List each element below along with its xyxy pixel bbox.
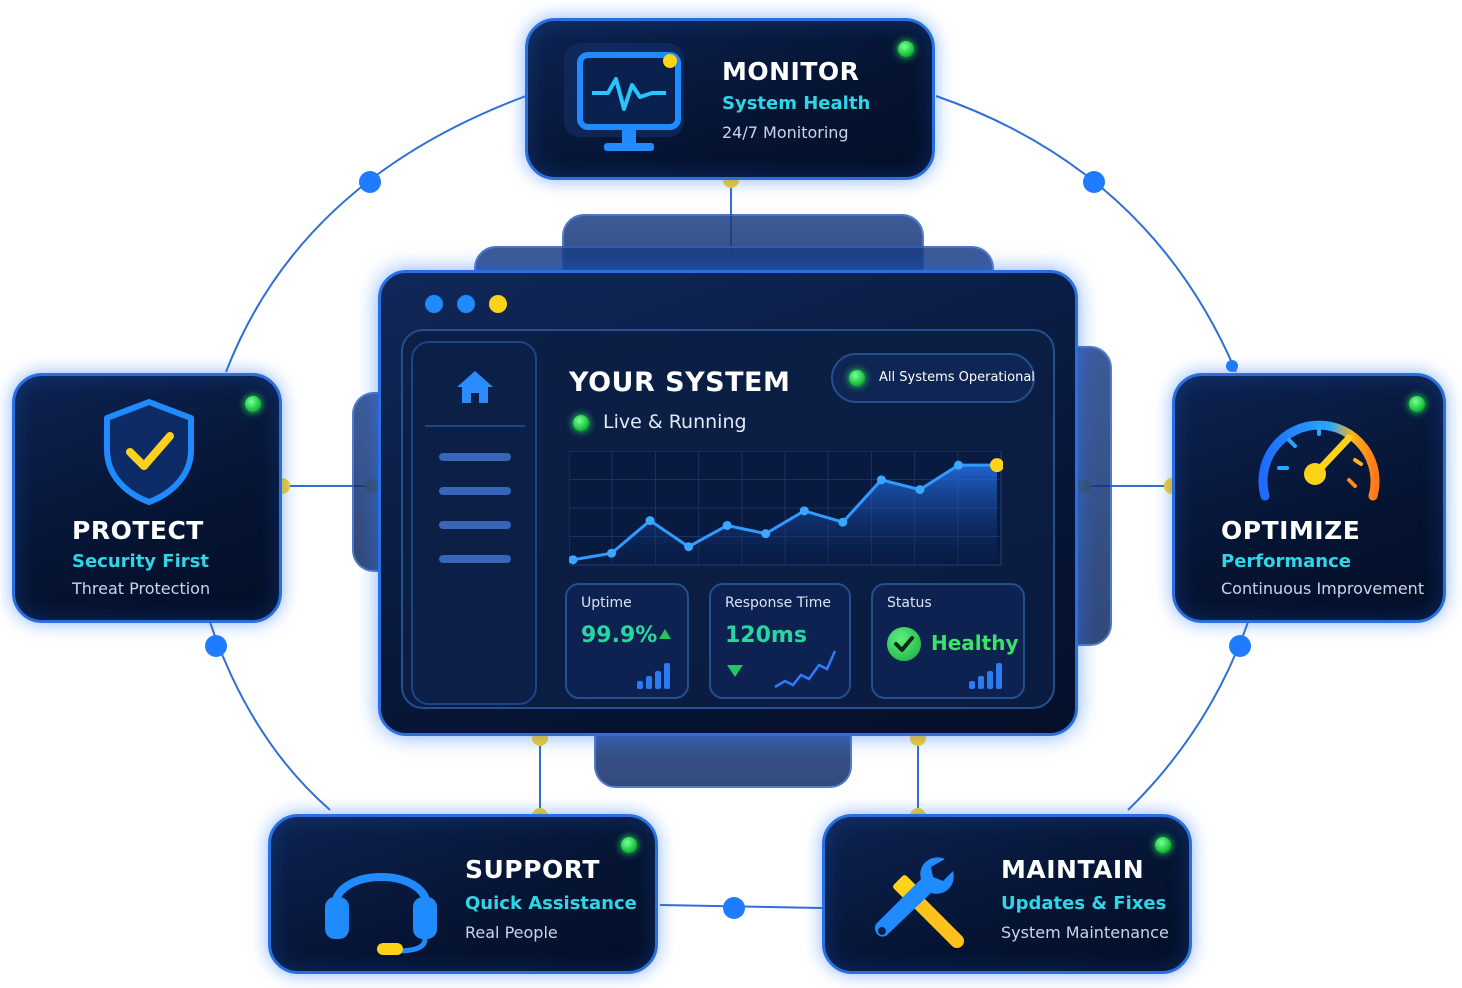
dashboard-sidebar: [411, 341, 537, 705]
window-dot-blue-2[interactable]: [457, 295, 475, 313]
blue-node-dot: [1226, 360, 1238, 372]
support-title: SUPPORT: [465, 855, 600, 884]
monitor-description: 24/7 Monitoring: [722, 123, 849, 142]
bar-chart-icon: [637, 659, 677, 689]
monitor-title: MONITOR: [722, 57, 860, 86]
live-status-dot: [573, 415, 589, 431]
trend-down-icon: [727, 665, 743, 677]
chart-highlight-point: [990, 458, 1003, 473]
protect-card[interactable]: PROTECT Security First Threat Protection: [12, 373, 282, 623]
chart-data-point: [607, 548, 617, 558]
window-dot-yellow[interactable]: [489, 295, 507, 313]
blue-node-dot: [1229, 635, 1251, 657]
uptime-label: Uptime: [581, 595, 632, 611]
dashboard-title: YOUR SYSTEM: [569, 367, 791, 398]
optimize-description: Continuous Improvement: [1221, 579, 1425, 598]
home-icon[interactable]: [455, 369, 495, 409]
sidebar-divider: [425, 425, 525, 427]
orbit-arc-bottom-left: [209, 621, 331, 811]
chart-area-fill: [573, 465, 997, 565]
monitor-card[interactable]: MONITOR System Health 24/7 Monitoring: [525, 18, 935, 180]
optimize-status-dot: [1409, 396, 1425, 412]
chart-data-point: [569, 555, 578, 565]
support-description: Real People: [465, 923, 558, 942]
response-time-card[interactable]: Response Time 120ms: [709, 583, 851, 699]
chart-data-point: [915, 485, 925, 495]
maintain-description: System Maintenance: [1001, 923, 1169, 942]
chart-data-point: [684, 542, 694, 552]
uptime-value: 99.9%: [581, 623, 658, 648]
sidebar-menu-item[interactable]: [439, 521, 511, 529]
sidebar-menu-item[interactable]: [439, 453, 511, 461]
maintain-card[interactable]: MAINTAIN Updates & Fixes System Maintena…: [822, 814, 1192, 974]
headset-icon: [321, 845, 441, 959]
maintain-status-dot: [1155, 837, 1171, 853]
maintain-title: MAINTAIN: [1001, 855, 1145, 884]
response-time-label: Response Time: [725, 595, 831, 611]
chart-data-point: [645, 516, 655, 526]
chart-data-point: [761, 529, 771, 539]
support-card[interactable]: SUPPORT Quick Assistance Real People: [268, 814, 658, 974]
blue-node-dot: [359, 171, 381, 193]
operational-badge: All Systems Operational: [831, 353, 1035, 403]
orbit-arc-top-left: [225, 95, 527, 373]
chart-data-point: [876, 475, 886, 485]
protect-description: Threat Protection: [72, 579, 211, 598]
sparkline-icon: [774, 650, 837, 689]
blue-node-dot: [1083, 171, 1105, 193]
support-subtitle: Quick Assistance: [465, 893, 637, 914]
dashboard-panel: YOUR SYSTEM Live & Running All Systems O…: [401, 329, 1055, 709]
shield-check-icon: [97, 396, 201, 510]
window-dot-blue-1[interactable]: [425, 295, 443, 313]
status-card[interactable]: Status Healthy: [871, 583, 1025, 699]
chart-data-point: [838, 517, 848, 527]
uptime-card[interactable]: Uptime 99.9%: [565, 583, 689, 699]
monitor-subtitle: System Health: [722, 93, 871, 114]
chart-data-point: [722, 520, 732, 530]
chart-data-point: [953, 460, 963, 470]
speedometer-icon: [1251, 402, 1385, 508]
operational-text: All Systems Operational: [879, 370, 1035, 385]
monitor-status-dot: [898, 41, 914, 57]
trend-up-icon: [659, 629, 671, 639]
wrench-screwdriver-icon: [865, 851, 969, 957]
protect-title: PROTECT: [72, 516, 204, 545]
dashboard-window: YOUR SYSTEM Live & Running All Systems O…: [378, 270, 1078, 736]
blue-node-dot: [205, 635, 227, 657]
chart-data-point: [799, 506, 809, 516]
sidebar-menu-item[interactable]: [439, 487, 511, 495]
check-circle-icon: [887, 627, 921, 661]
response-time-value: 120ms: [725, 623, 807, 648]
protect-subtitle: Security First: [72, 551, 209, 572]
maintain-subtitle: Updates & Fixes: [1001, 893, 1167, 914]
status-label: Status: [887, 595, 932, 611]
support-status-dot: [621, 837, 637, 853]
bar-chart-icon: [969, 659, 1009, 689]
protect-status-dot: [245, 396, 261, 412]
optimize-subtitle: Performance: [1221, 551, 1351, 572]
blue-node-dot: [723, 897, 745, 919]
performance-chart: [569, 451, 1003, 566]
chart-series-line: [572, 463, 997, 562]
orbit-arc-top-right: [935, 95, 1237, 373]
monitor-heartbeat-icon: [558, 39, 690, 165]
sidebar-menu-item[interactable]: [439, 555, 511, 563]
optimize-card[interactable]: OPTIMIZE Performance Continuous Improvem…: [1172, 373, 1446, 623]
operational-dot: [849, 370, 865, 386]
live-status-text: Live & Running: [603, 411, 747, 433]
status-value: Healthy: [931, 631, 1019, 655]
optimize-title: OPTIMIZE: [1221, 516, 1361, 545]
